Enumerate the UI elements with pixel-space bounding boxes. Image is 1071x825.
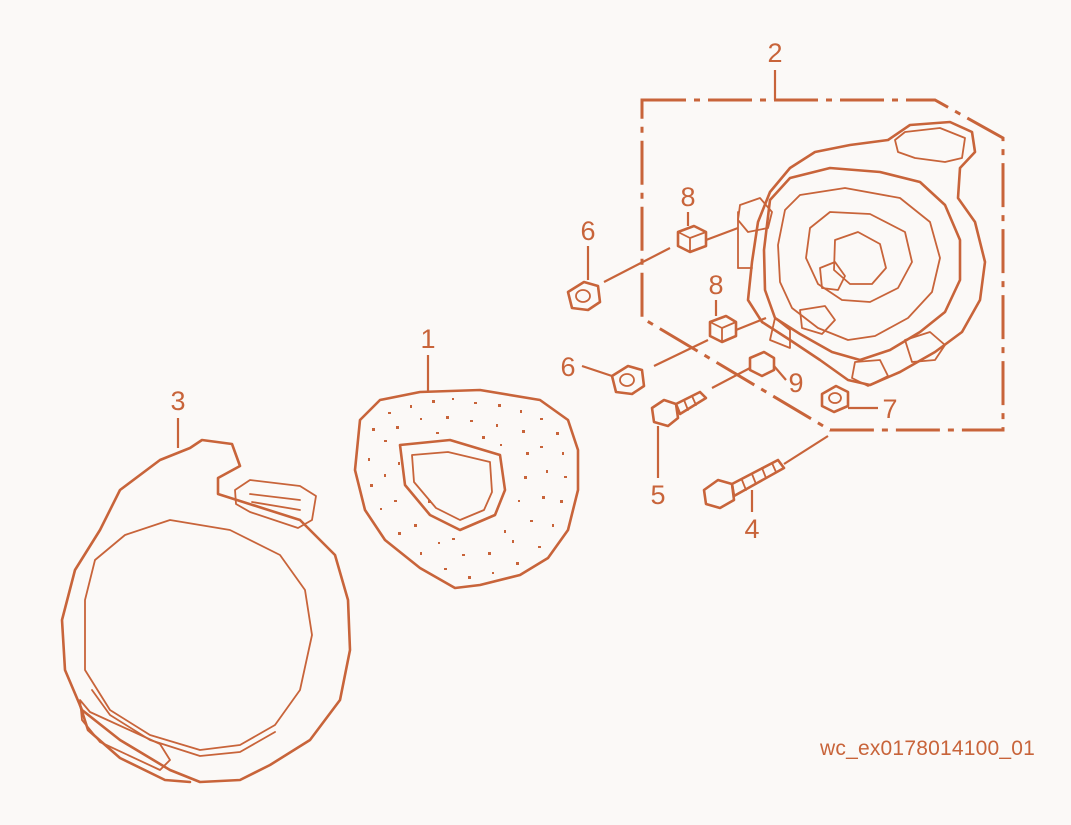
assembly-2-boundary xyxy=(640,70,1005,432)
part-4-long-screw xyxy=(702,435,829,512)
callout-1: 1 xyxy=(420,324,435,354)
part-1-gasket xyxy=(353,388,580,590)
drawing-id: wc_ex0178014100_01 xyxy=(820,737,1035,760)
part-6-upper-flange-nut xyxy=(566,246,602,312)
callout-5: 5 xyxy=(650,480,665,510)
callout-2: 2 xyxy=(767,38,782,68)
callout-3: 3 xyxy=(170,386,185,416)
part-2-housing-assembly xyxy=(737,120,987,387)
callout-9: 9 xyxy=(788,368,803,398)
part-3-lens-cover xyxy=(60,438,352,784)
part-5-screw xyxy=(650,390,708,478)
part-8-upper-nut xyxy=(603,212,739,283)
part-9-nut xyxy=(711,350,787,389)
callout-6-upper: 6 xyxy=(580,216,595,246)
callout-6-lower: 6 xyxy=(560,352,575,382)
callout-8-lower: 8 xyxy=(708,270,723,300)
part-6-lower-flange-nut xyxy=(581,364,646,396)
callout-8-upper: 8 xyxy=(680,182,695,212)
callout-4: 4 xyxy=(744,514,759,544)
part-8-lower-nut xyxy=(653,300,767,367)
callout-7: 7 xyxy=(882,394,897,424)
part-7-nut xyxy=(820,384,878,414)
gasket-foam-texture xyxy=(368,398,567,579)
